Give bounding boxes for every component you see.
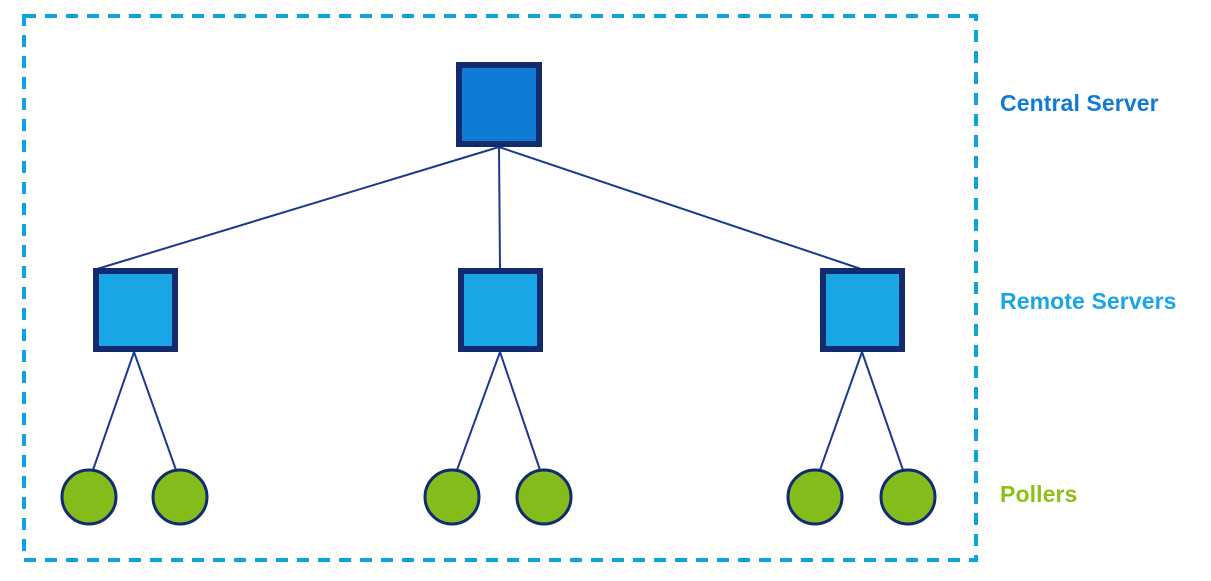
node-remote-server-2[interactable] (458, 268, 543, 352)
node-remote-server-1[interactable] (93, 268, 178, 352)
node-poller-5[interactable] (786, 468, 844, 526)
node-poller-3[interactable] (423, 468, 481, 526)
connector-group-central-to-remote (96, 146, 862, 270)
connector-remote1-poller1 (92, 351, 135, 471)
node-poller-4[interactable] (515, 468, 573, 526)
tier-label-central-server: Central Server (1000, 90, 1159, 116)
node-central-server-1[interactable] (456, 62, 542, 147)
node-group-pollers (60, 468, 937, 526)
deployment-boundary (22, 14, 978, 562)
connector-central1-remote3 (498, 146, 862, 270)
node-poller-2[interactable] (151, 468, 209, 526)
node-group-remote-servers (93, 268, 905, 352)
node-poller-1[interactable] (60, 468, 118, 526)
node-group-central-servers (456, 62, 542, 147)
connector-remote3-poller6 (861, 351, 904, 471)
tier-label-remote-servers: Remote Servers (1000, 288, 1177, 314)
tier-label-pollers: Pollers (1000, 481, 1078, 507)
connector-remote2-poller3 (456, 351, 501, 471)
connector-central1-remote2 (498, 146, 501, 270)
connector-central1-remote1 (96, 146, 500, 270)
connector-remote2-poller4 (499, 351, 541, 471)
node-remote-server-3[interactable] (820, 268, 905, 352)
node-poller-6[interactable] (879, 468, 937, 526)
connector-remote1-poller2 (133, 351, 177, 471)
connector-remote3-poller5 (819, 351, 863, 471)
connector-group-remote-to-pollers (92, 351, 904, 471)
